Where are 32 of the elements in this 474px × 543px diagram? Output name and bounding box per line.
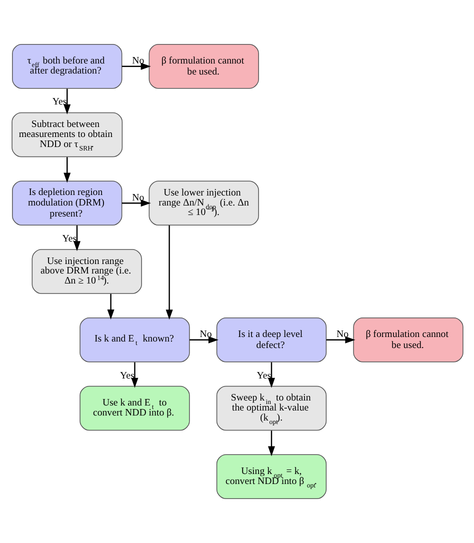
node-box: Subtract between measurements to obtain NDD or τ$_{SRH}$. <box>11 112 122 158</box>
arrow <box>63 88 70 114</box>
arrow <box>267 362 275 388</box>
arrow <box>63 157 70 183</box>
node-box: Use injection range above DRM range (i.e. Δn ≥ 10$^{14}$). <box>31 249 142 294</box>
node-box: Use lower injection range Δn/N$_{dop}$ (i.e. Δn ≤ 10$^{−1}$). <box>148 180 258 226</box>
arrow <box>326 336 355 344</box>
edge-label: Yes <box>256 370 271 382</box>
arrow <box>121 62 150 70</box>
node-box: τ$_{eff}$ both before and after degradation? <box>12 44 122 89</box>
edge-label: Yes <box>52 96 66 108</box>
node-box: β formulation cannot be used. <box>352 317 463 362</box>
node-box: Is k and E$_{t}$ known? <box>79 317 190 362</box>
node-box: β formulation cannot be used. <box>148 44 258 89</box>
arrow <box>130 362 138 388</box>
arrow <box>106 294 114 320</box>
arrow <box>165 225 172 320</box>
edge-label: No <box>132 56 144 67</box>
node-box: Sweep k$_{in}$ to obtain the optimal k-value (k$_{opt}$). <box>216 386 326 431</box>
arrow <box>121 200 150 207</box>
node-box: Is depletion region modulation (DRM) present? <box>12 180 122 226</box>
edge-label: Yes <box>62 234 76 245</box>
node-box: Using k$_{opt}$ = k, convert NDD into β$_{opt}$. <box>216 454 326 500</box>
edge-label: No <box>336 329 348 340</box>
edge-label: No <box>132 192 144 204</box>
arrow <box>267 430 275 456</box>
arrow <box>189 336 218 344</box>
node-box: Is it a deep level defect? <box>216 317 326 362</box>
edge-label: Yes <box>119 370 134 382</box>
edge-label: No <box>199 329 212 340</box>
arrow <box>72 226 80 252</box>
node-box: Use k and E$_{t}$ to convert NDD into β. <box>79 386 190 431</box>
